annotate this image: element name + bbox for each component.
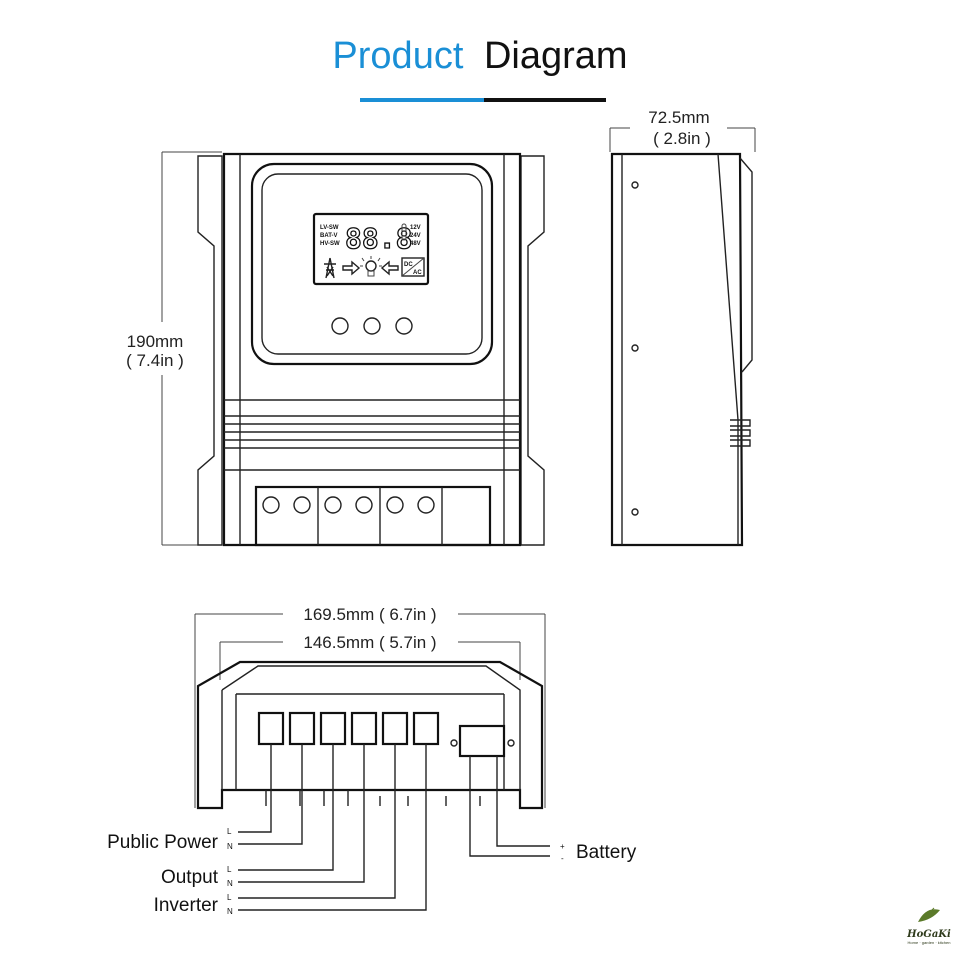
public-power-label: Public Power — [107, 832, 219, 853]
depth-sub-label: ( 2.8in ) — [653, 129, 711, 148]
lcd-label-24v: 24V — [410, 233, 421, 239]
lcd-label-hv-sw: HV-SW — [320, 241, 340, 247]
bottom-body — [196, 660, 544, 810]
side-view: 72.5mm ( 2.8in ) — [609, 108, 756, 547]
leaf-icon — [918, 909, 940, 922]
inner-width-label: 146.5mm ( 5.7in ) — [303, 633, 436, 652]
title-word-product: Product — [332, 35, 463, 77]
front-button-2 — [363, 317, 381, 335]
front-button-1 — [331, 317, 349, 335]
title-underline-blue — [360, 98, 484, 102]
outer-width-label: 169.5mm ( 6.7in ) — [303, 605, 436, 624]
dc-ac-converter-icon — [401, 257, 425, 277]
inverter-l-mark: L — [227, 893, 232, 902]
title-word-diagram: Diagram — [484, 35, 628, 77]
terminal-label-inverter: Inverter L N — [154, 893, 233, 916]
bottom-terminals — [257, 711, 515, 758]
lcd-label-lv-sw: LV-SW — [320, 225, 339, 231]
output-label: Output — [161, 867, 219, 888]
lcd-frame — [312, 212, 430, 286]
thermometer-icon — [401, 223, 407, 241]
hogaki-logo: HoGaKi Home · garden · kitchen — [906, 907, 951, 945]
terminal-label-output: Output L N — [161, 865, 233, 888]
ac-label: AC — [413, 270, 422, 276]
lcd-label-48v: 48V — [410, 241, 421, 247]
terminal-label-battery: + - Battery — [560, 842, 637, 863]
height-sub-label: ( 7.4in ) — [126, 351, 184, 370]
display-window-inner — [261, 173, 483, 355]
battery-label: Battery — [576, 842, 637, 863]
battery-minus-mark: - — [561, 854, 564, 863]
wiring-lines — [238, 744, 550, 911]
side-body — [610, 152, 744, 547]
bottom-view: 169.5mm ( 6.7in ) 146.5mm ( 5.7in ) — [107, 605, 637, 916]
logo-tagline: Home · garden · kitchen — [908, 940, 951, 945]
height-label: 190mm — [127, 332, 184, 351]
inverter-label: Inverter — [154, 895, 219, 916]
height-dimension: 190mm ( 7.4in ) — [126, 151, 222, 546]
output-n-mark: N — [227, 879, 233, 888]
inner-width-dimension: 146.5mm ( 5.7in ) — [219, 633, 521, 680]
side-screw-bottom — [631, 508, 639, 516]
page-title: Product Diagram — [332, 35, 627, 77]
title-underline-black — [484, 98, 606, 102]
front-body — [222, 152, 522, 547]
inverter-n-mark: N — [227, 907, 233, 916]
lcd-label-bat-v: BAT-V — [320, 233, 338, 239]
front-ribs — [224, 415, 520, 449]
public-power-l-mark: L — [227, 827, 232, 836]
side-screw-top — [631, 181, 639, 189]
side-ribs — [730, 419, 751, 447]
right-flange — [520, 155, 545, 546]
arrow-right-icon — [342, 260, 361, 276]
side-screw-middle — [631, 344, 639, 352]
front-view: 190mm ( 7.4in ) LV-SW BAT-V HV-SW 88.8 — [126, 151, 545, 547]
battery-plus-mark: + — [560, 842, 565, 851]
lcd-screen: LV-SW BAT-V HV-SW 88.8 12V 24V 48V — [312, 212, 430, 286]
logo-name: HoGaKi — [906, 929, 951, 940]
light-bulb-icon — [360, 256, 382, 277]
lcd-label-12v: 12V — [410, 225, 421, 231]
front-terminal-block — [254, 485, 492, 547]
depth-dimension: 72.5mm ( 2.8in ) — [609, 108, 756, 152]
left-flange — [197, 155, 223, 546]
output-l-mark: L — [227, 865, 232, 874]
terminal-label-public-power: Public Power L N — [107, 827, 233, 853]
dc-label: DC — [404, 262, 413, 268]
power-tower-icon — [324, 257, 336, 279]
outer-width-dimension: 169.5mm ( 6.7in ) — [194, 605, 546, 808]
public-power-n-mark: N — [227, 842, 233, 851]
arrow-left-icon — [380, 260, 399, 276]
depth-label: 72.5mm — [648, 108, 709, 127]
display-window-outer — [250, 162, 494, 366]
front-button-3 — [395, 317, 413, 335]
